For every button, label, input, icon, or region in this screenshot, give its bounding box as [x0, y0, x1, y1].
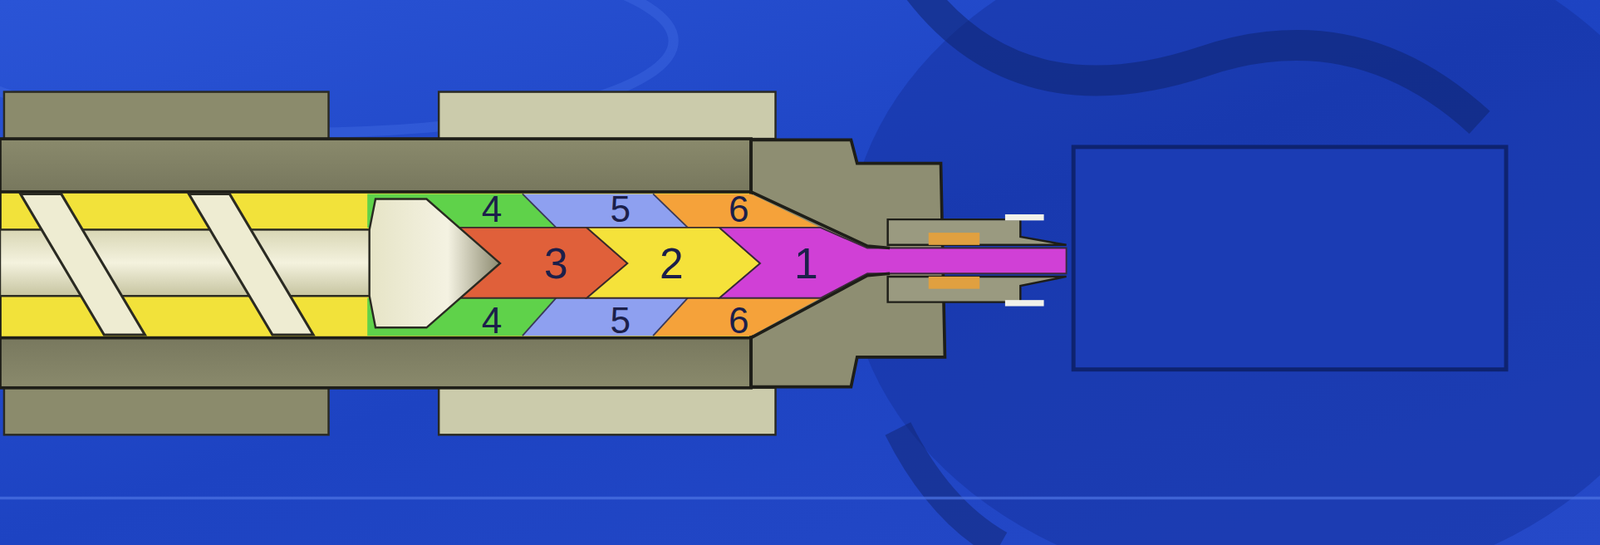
- nozzle-heater: [1005, 214, 1045, 221]
- heater-band: [438, 387, 776, 436]
- heater-band: [4, 387, 329, 436]
- callout-number: 6: [728, 191, 750, 228]
- zone-border: [522, 193, 557, 228]
- heater-band: [438, 92, 776, 140]
- callout-number: 2: [659, 242, 684, 286]
- background-swirl: [898, 428, 1001, 545]
- nozzle-highlight: [928, 232, 980, 246]
- mold-cavity: [1073, 147, 1507, 370]
- callout-number: 4: [481, 302, 503, 339]
- callout-number: 5: [610, 191, 632, 228]
- cone-wall: [750, 273, 890, 338]
- screw-flight: [188, 193, 314, 335]
- background-line: [0, 496, 1600, 501]
- callout-number: 1: [794, 242, 819, 286]
- callout-number: 6: [728, 302, 750, 339]
- nozzle: [888, 276, 1067, 303]
- callout-number: 5: [610, 302, 632, 339]
- nozzle-heater: [1005, 299, 1045, 306]
- screw-tip: [369, 199, 501, 329]
- screw-flight: [20, 193, 146, 335]
- nozzle-highlight: [928, 276, 980, 290]
- nozzle: [888, 219, 1067, 246]
- zone-border: [652, 193, 688, 228]
- callout-number: 3: [544, 242, 569, 286]
- heater-band: [4, 92, 329, 140]
- background-swirl: [917, 0, 1480, 123]
- callout-number: 4: [481, 191, 503, 228]
- cone-wall: [750, 191, 890, 249]
- zone-border: [522, 298, 557, 336]
- zone-border: [652, 298, 688, 336]
